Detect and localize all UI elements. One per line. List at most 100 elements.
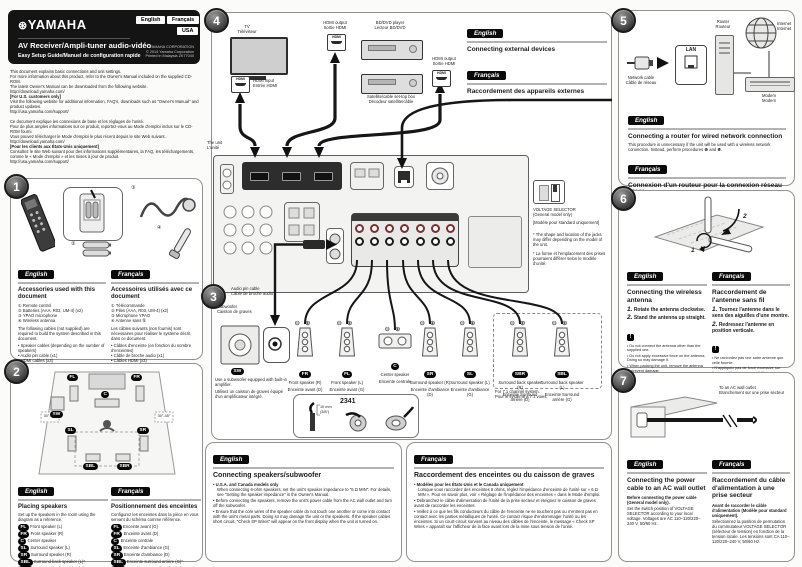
s6-fr-step2-num: 2. bbox=[712, 320, 718, 328]
sp-en-title: Connecting speakers/subwoofer bbox=[213, 472, 322, 479]
remote-icon bbox=[21, 194, 55, 252]
s1-en-item1: ① Remote control bbox=[18, 303, 52, 308]
s1-en-bullet1: • Speaker cables (depending on the numbe… bbox=[18, 343, 105, 353]
s1-en-item4: ④ Wireless antenna bbox=[18, 318, 56, 323]
s2-fr-tab: Français bbox=[111, 487, 151, 496]
panel-hdmi-group bbox=[242, 162, 342, 190]
hdmi-output1-label-en: HDMI output bbox=[323, 20, 347, 25]
room-diagram: FL FR C SW SL SR SBL SBR 30°-45° 30°-45° bbox=[37, 370, 177, 476]
s4-fr-tab: Français bbox=[467, 70, 507, 80]
settop-label-en: Satellite/cable set-top box bbox=[367, 94, 415, 99]
s1-en-bullet2: • Audio pin cable (x1) bbox=[18, 353, 58, 358]
s1-fr-bullet2: • Câble de broche audio (x1) bbox=[111, 353, 165, 358]
s7-en-bold: Before connecting the power cable (Gener… bbox=[627, 495, 697, 506]
intro-fr-url1: http://download.yamaha.com/ bbox=[10, 139, 65, 144]
s2-fr-label-sbl: Enceinte surround arrière (G)* bbox=[126, 559, 183, 564]
region-chip: USA bbox=[177, 27, 199, 35]
s5-en-body: This procedure is unnecessary if the uni… bbox=[628, 141, 771, 152]
spk-label-c-fr: Enceinte centrale bbox=[378, 379, 412, 384]
section6-antenna-card: 2 1 English Connecting the wireless ante… bbox=[618, 190, 795, 390]
s6-fr-step2: Redressez l'antenne en position vertical… bbox=[712, 321, 775, 334]
section5-number: 5 bbox=[611, 8, 636, 33]
colophon-line3: Printed in Malaysia ZK77040 bbox=[145, 54, 194, 59]
s6-en-note2: • Do not apply excessive force on the an… bbox=[627, 353, 706, 363]
lan-port-callout: LAN bbox=[675, 45, 707, 85]
tv-label-fr: Téléviseur bbox=[237, 29, 257, 34]
section6-number: 6 bbox=[611, 186, 636, 211]
intro-en-3: The latest Owner's Manual can be downloa… bbox=[10, 84, 148, 89]
spk-label-sbl-fr: Enceinte Surround arrière (G) bbox=[544, 392, 580, 402]
unit-label-fr: L'unité bbox=[207, 145, 220, 150]
s7-en-body: Set the switch position of VOLTAGE SELEC… bbox=[627, 506, 701, 527]
spk-label-sl-en: Surround speaker (L) bbox=[450, 380, 490, 385]
s6-en-step2-num: 2. bbox=[627, 314, 633, 322]
stb-hdmi-port-label: HDMI bbox=[437, 71, 446, 75]
tv-hdmi-port-label: HDMI bbox=[236, 77, 245, 81]
strip-steps-label: 2341 bbox=[340, 398, 356, 405]
71-channel-dashed-box bbox=[493, 313, 602, 389]
s2-fr-badge-fr: FR bbox=[111, 531, 123, 538]
s6-en-note3: • When packing the unit, remove the ante… bbox=[627, 363, 703, 373]
spk-badge-fr: FR bbox=[299, 371, 311, 378]
s2-en-badge-sr: SR bbox=[18, 552, 30, 559]
s2-en-badge-fr: FR bbox=[18, 531, 30, 538]
voltage-selector-label: VOLTAGE SELECTOR bbox=[533, 207, 576, 212]
room-badge-sbl: SBL bbox=[83, 463, 98, 470]
s1-fr-para: Les câbles suivants (non fournis) sont n… bbox=[111, 326, 191, 341]
intro-en-2: For more information about this product,… bbox=[10, 74, 193, 84]
s6-fr-note1: • Ne raccordez pas une autre antenne que… bbox=[712, 356, 784, 365]
spk-label-sbl-en: Surround back speaker (L) bbox=[540, 380, 584, 390]
s6-en-tab: English bbox=[627, 272, 664, 281]
unit-label-en: The unit bbox=[207, 140, 223, 145]
s2-en-title: Placing speakers bbox=[18, 504, 68, 510]
sp-en-head1: • U.S.A. and Canada models only bbox=[213, 482, 279, 488]
intro-fr-3: Vous pouvez télécharger le Mode d'emploi… bbox=[10, 134, 166, 139]
room-badge-fr: FR bbox=[131, 374, 143, 381]
s7-fr-title: Raccordement du câble d'alimentation à u… bbox=[712, 477, 786, 500]
subwoofer-label-fr: Caisson de graves bbox=[217, 309, 252, 314]
warning-icon: ! bbox=[712, 346, 720, 353]
spk-badge-sr: SR bbox=[424, 371, 436, 378]
stripped-wire-icon bbox=[309, 401, 320, 431]
receiver-rear-panel bbox=[213, 155, 529, 293]
sw-note-en: Use a subwoofer equipped with built-in a… bbox=[215, 377, 287, 387]
section7-power-card: To an AC wall outlet Branchement sur une… bbox=[618, 372, 795, 562]
network-cable-label-en: Network cable bbox=[627, 75, 655, 80]
spk-label-sl-fr: Enceinte d'ambiance (G) bbox=[450, 387, 490, 397]
router-label-en: Router bbox=[716, 19, 730, 24]
spk-badge-c: C bbox=[390, 363, 400, 370]
s2-en-label-sr: Surround speaker (R) bbox=[30, 552, 72, 557]
speaker-terminals-icon: ⊖⊕ bbox=[551, 320, 573, 327]
stb-hdmi-port-icon: HDMI bbox=[432, 70, 451, 87]
s2-fr-label-fr: Enceinte avant (D) bbox=[123, 531, 159, 536]
intro-en-url2: http://usa.yamaha.com/support/ bbox=[10, 109, 69, 114]
s6-en-step1: Rotate the antenna clockwise. bbox=[633, 307, 706, 314]
tv-icon bbox=[230, 37, 288, 80]
pin-cable-label-fr: Câble de broche audio bbox=[231, 291, 274, 296]
lan-label: LAN bbox=[685, 47, 697, 53]
panel-lan-port-icon bbox=[394, 166, 414, 188]
sp-fr-body1: Lorsque vous raccordez des enceintes 6 o… bbox=[418, 487, 601, 498]
strip-length-label: 10 mm (3/8") bbox=[320, 405, 332, 414]
voltage-selector-note-fr: [Modèle pour standard uniquement] bbox=[533, 220, 600, 225]
tv-hdmi-port-icon: HDMI bbox=[231, 76, 250, 93]
room-badge-c: C bbox=[101, 391, 110, 398]
voltage-selector-note-en: (General model only) bbox=[533, 212, 573, 217]
s7-en-title: Connecting the power cable to an AC wall… bbox=[627, 477, 706, 492]
spk-label-c-en: Center speaker bbox=[380, 372, 410, 377]
hdmi-output2-label-fr: Sortie HDMI bbox=[432, 61, 456, 66]
hdmi-input-label-fr: Entrée HDMI bbox=[253, 83, 278, 88]
wireless-antenna-icon bbox=[168, 228, 191, 260]
angle-note-left: 30°-45° bbox=[43, 414, 57, 418]
s2-fr-label-fl: Enceinte avant (G) bbox=[123, 524, 158, 529]
internet-label-fr: Internet bbox=[777, 26, 792, 31]
doc-title: AV Receiver/Ampli-tuner audio-vidéo bbox=[18, 41, 152, 50]
hdmi-input-label-en: HDMI input bbox=[253, 78, 274, 83]
antenna-attach-diagram bbox=[653, 196, 765, 253]
cables-layer bbox=[235, 52, 612, 331]
antenna-step1-marker: 1 bbox=[691, 247, 695, 254]
callout-3-label: ③ bbox=[131, 185, 136, 191]
speaker-terminals-icon: ⊖⊕ bbox=[294, 320, 316, 327]
intro-en-4: Visit the following website for addition… bbox=[10, 99, 199, 109]
spk-label-sbr-en: Surround back speaker (R) bbox=[498, 380, 542, 390]
